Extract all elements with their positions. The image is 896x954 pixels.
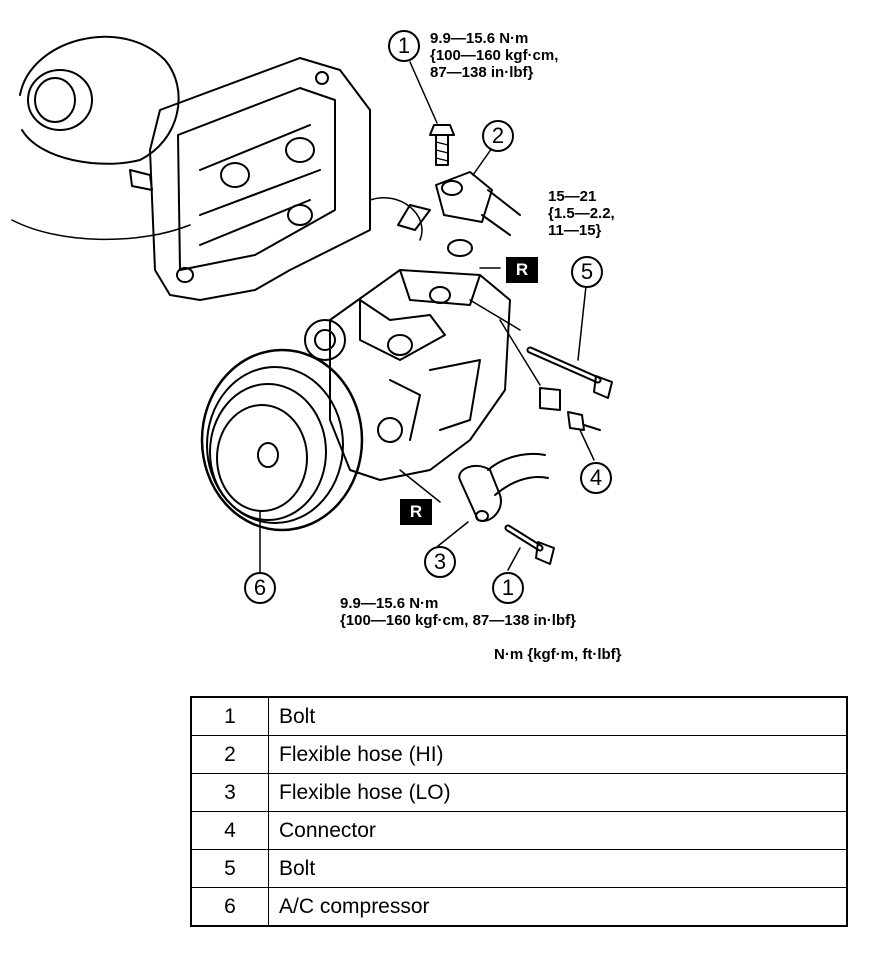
leader-lines <box>259 61 595 573</box>
middle-torque-line2: {1.5—2.2, <box>548 205 615 222</box>
lower-torque-line1: 9.9—15.6 N·m <box>340 595 439 612</box>
compressor-pulley <box>200 348 364 532</box>
callout-2: 2 <box>482 120 514 152</box>
compressor-exploded-illustration <box>11 35 613 573</box>
part-number: 4 <box>190 811 269 850</box>
parts-table: 1 Bolt 2 Flexible hose (HI) 3 Flexible h… <box>190 696 848 927</box>
upper-torque-spec: 9.9—15.6 N·m {100—160 kgf·cm, 87—138 in·… <box>430 30 558 81</box>
bolt-5 <box>526 346 613 399</box>
part-number: 6 <box>190 887 269 927</box>
lower-bolt <box>504 524 555 565</box>
replace-badge-lower: R <box>400 499 432 525</box>
part-number: 5 <box>190 849 269 888</box>
callout-6: 6 <box>244 572 276 604</box>
middle-torque-line3: 11—15} <box>548 222 602 239</box>
table-row: 5 Bolt <box>190 849 848 888</box>
upper-torque-line2: {100—160 kgf·cm, <box>430 47 559 64</box>
part-number: 1 <box>190 696 269 736</box>
table-row: 6 A/C compressor <box>190 887 848 927</box>
replace-badge-upper: R <box>506 257 538 283</box>
hose-hi <box>435 171 521 257</box>
table-row: 2 Flexible hose (HI) <box>190 735 848 774</box>
part-name: Bolt <box>268 696 848 736</box>
upper-torque-line3: 87—138 in·lbf} <box>430 64 534 81</box>
upper-torque-line1: 9.9—15.6 N·m <box>430 30 529 47</box>
middle-torque-line1: 15—21 <box>548 188 597 205</box>
compressor-body <box>304 269 541 481</box>
part-name: Flexible hose (HI) <box>268 735 848 774</box>
table-row: 4 Connector <box>190 811 848 850</box>
lower-torque-line2: {100—160 kgf·cm, 87—138 in·lbf} <box>340 612 576 629</box>
callout-5: 5 <box>571 256 603 288</box>
part-name: Bolt <box>268 849 848 888</box>
callout-3: 3 <box>424 546 456 578</box>
part-name: Connector <box>268 811 848 850</box>
callout-1-upper: 1 <box>388 30 420 62</box>
engine-pulley <box>11 35 191 241</box>
part-number: 2 <box>190 735 269 774</box>
callout-4: 4 <box>580 462 612 494</box>
upper-bolt <box>429 124 455 166</box>
hose-lo <box>458 452 549 522</box>
part-name: Flexible hose (LO) <box>268 773 848 812</box>
part-name: A/C compressor <box>268 887 848 927</box>
mounting-bracket <box>129 57 431 301</box>
table-row: 1 Bolt <box>190 696 848 736</box>
table-row: 3 Flexible hose (LO) <box>190 773 848 812</box>
middle-torque-spec: 15—21 {1.5—2.2, 11—15} <box>548 188 615 239</box>
callout-1-lower: 1 <box>492 572 524 604</box>
part-number: 3 <box>190 773 269 812</box>
lower-torque-spec: 9.9—15.6 N·m {100—160 kgf·cm, 87—138 in·… <box>340 595 576 629</box>
connector-4 <box>539 387 601 431</box>
unit-legend: N·m {kgf·m, ft·lbf} <box>494 646 622 663</box>
